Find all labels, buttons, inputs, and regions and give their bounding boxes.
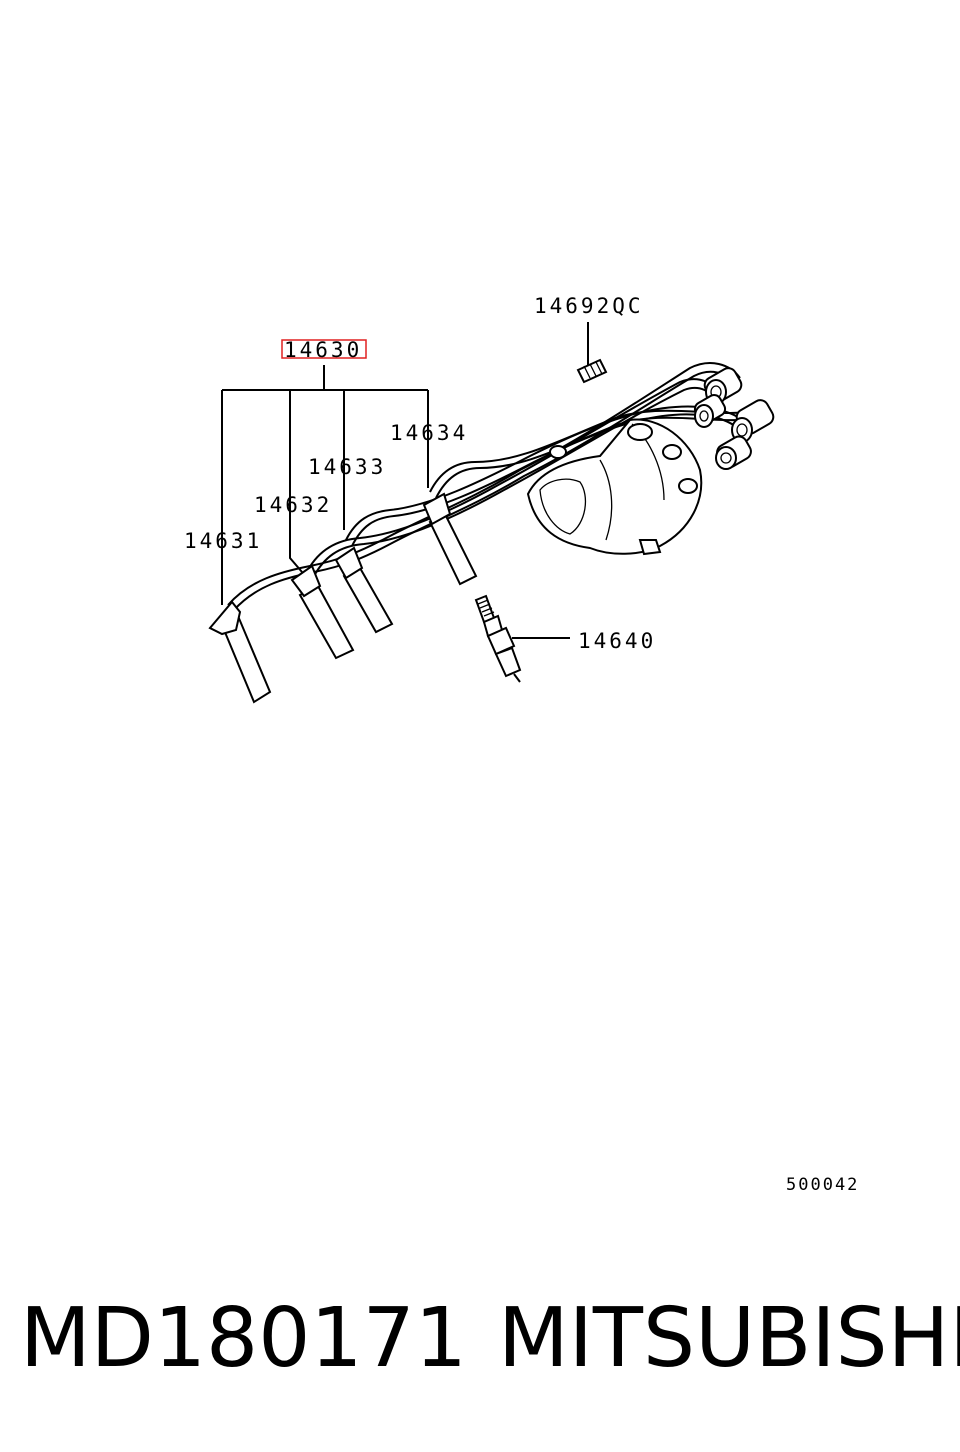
callout-wire-2[interactable]: 14632 <box>254 493 332 517</box>
distributor-clip <box>576 358 608 384</box>
callout-distributor-clip[interactable]: 14692QC <box>534 294 644 318</box>
plug-boot-3 <box>334 546 394 634</box>
spark-plug <box>474 594 522 683</box>
callout-wire-set[interactable]: 14630 <box>284 338 362 362</box>
leader-lines <box>221 322 589 639</box>
distributor <box>526 418 703 556</box>
part-number: MD180171 <box>20 1291 467 1386</box>
wire-set-highlight-box <box>281 339 367 359</box>
distributor-terminals <box>693 367 775 470</box>
plug-boot-2 <box>290 564 355 660</box>
footer: MD180171 MITSUBISHI <box>20 1291 960 1386</box>
drawing-id: 500042 <box>786 1175 859 1195</box>
brand-name: MITSUBISHI <box>498 1291 960 1386</box>
callout-wire-4[interactable]: 14634 <box>390 421 468 445</box>
plug-boot-4 <box>422 492 478 586</box>
callout-wire-1[interactable]: 14631 <box>184 529 262 553</box>
callout-spark-plug[interactable]: 14640 <box>578 629 656 653</box>
callout-wire-3[interactable]: 14633 <box>308 455 386 479</box>
plug-boot-1 <box>208 600 272 704</box>
callout-labels: 14630 14634 14633 14632 14631 14640 1469… <box>184 294 656 653</box>
